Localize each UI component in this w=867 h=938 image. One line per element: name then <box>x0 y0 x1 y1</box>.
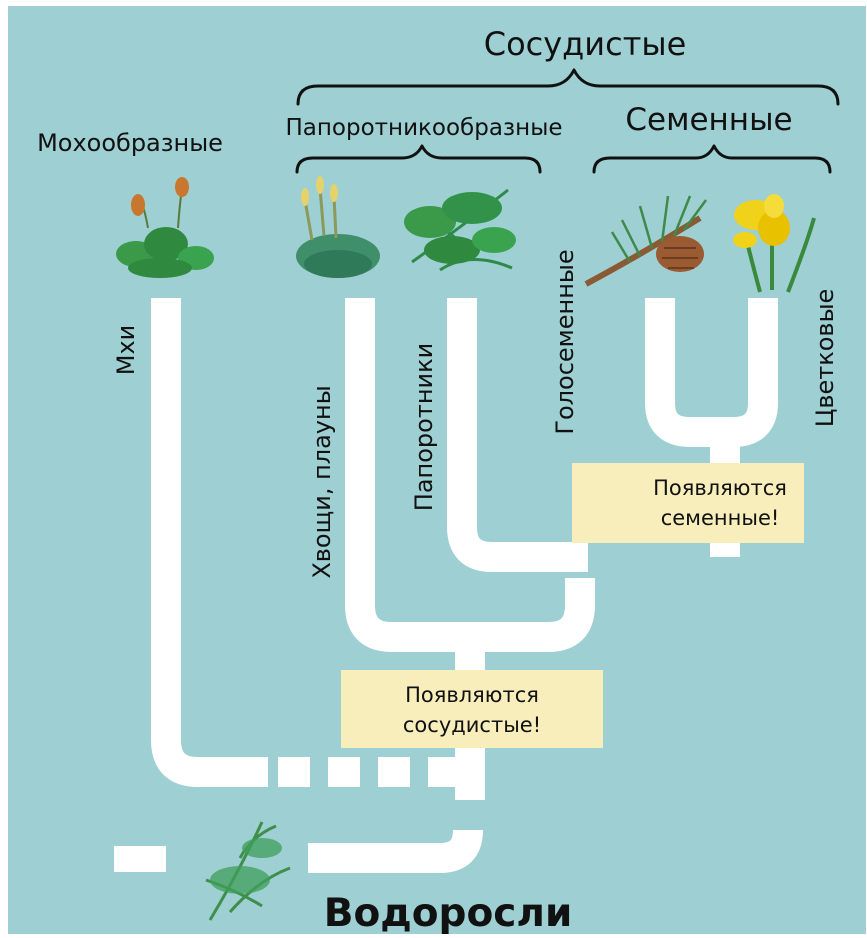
vascular-group-label: Сосудистые <box>484 25 687 63</box>
bryophytes-group-label: Мохообразные <box>37 129 223 157</box>
vascular-callout-line2: сосудистые! <box>403 713 541 737</box>
algae-root-label: Водоросли <box>324 891 573 936</box>
pteridophytes-group-label: Папоротникообразные <box>285 115 562 141</box>
flowering-label: Цветковые <box>811 289 839 428</box>
seed-callout-line2: семенные! <box>661 506 780 530</box>
horsetails-label: Хвощи, плауны <box>308 385 336 578</box>
vascular-callout-line1: Появляются <box>405 683 539 707</box>
mosses-label: Мхи <box>112 325 140 376</box>
seed-plants-group-label: Семенные <box>625 102 792 138</box>
gymnosperms-label: Голосеменные <box>551 249 579 434</box>
seed-callout-box <box>572 463 804 543</box>
ferns-label: Папоротники <box>410 343 438 511</box>
seed-callout-line1: Появляются <box>653 476 787 500</box>
algae-left-stub <box>114 846 166 872</box>
